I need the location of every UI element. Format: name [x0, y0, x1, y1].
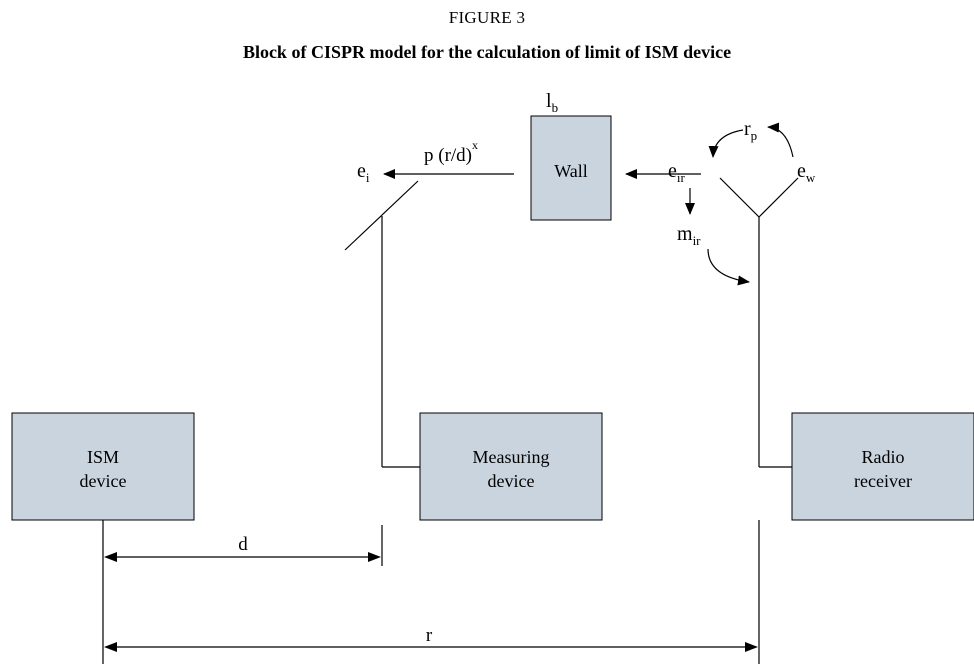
measuring-device-label-1: Measuring	[473, 447, 550, 467]
ism-device-label-1: ISM	[87, 447, 119, 467]
radio-receiver-label-2: receiver	[854, 471, 912, 491]
mir-symbol: mir	[677, 223, 701, 248]
wall-label: Wall	[554, 161, 588, 181]
distance-d-label: d	[238, 534, 248, 555]
rp-to-eir-arrow	[708, 129, 744, 158]
measuring-device-box	[419, 412, 603, 521]
measuring-antenna-rod	[344, 180, 419, 251]
distance-r-right-arrowhead	[745, 642, 758, 652]
distance-d-right-arrowhead	[368, 552, 381, 562]
receiver-antenna-left-arm	[719, 177, 760, 218]
rp-symbol: rp	[744, 118, 757, 143]
propagation-symbol: p (r/d)x	[424, 138, 478, 166]
ei-symbol: ei	[357, 160, 370, 185]
wall-box	[530, 115, 612, 221]
distance-r-label: r	[426, 625, 433, 646]
ew-symbol: ew	[797, 160, 816, 185]
distance-d-left-arrowhead	[104, 552, 117, 562]
distance-r-left-arrowhead	[104, 642, 117, 652]
figure-label: FIGURE 3	[448, 8, 526, 27]
radio-receiver-box	[791, 412, 974, 521]
ism-device-box	[11, 412, 195, 521]
mir-to-mast-arrow	[707, 248, 750, 286]
radio-receiver-label-1: Radio	[862, 447, 905, 467]
eir-symbol: eir	[668, 160, 686, 185]
ism-device-label-2: device	[80, 471, 127, 491]
figure-title: Block of CISPR model for the calculation…	[242, 42, 732, 62]
receiver-antenna-right-arm	[758, 177, 799, 218]
lb-symbol: lb	[546, 90, 558, 115]
measuring-device-label-2: device	[488, 471, 535, 491]
ew-to-rp-arrow	[767, 122, 794, 158]
